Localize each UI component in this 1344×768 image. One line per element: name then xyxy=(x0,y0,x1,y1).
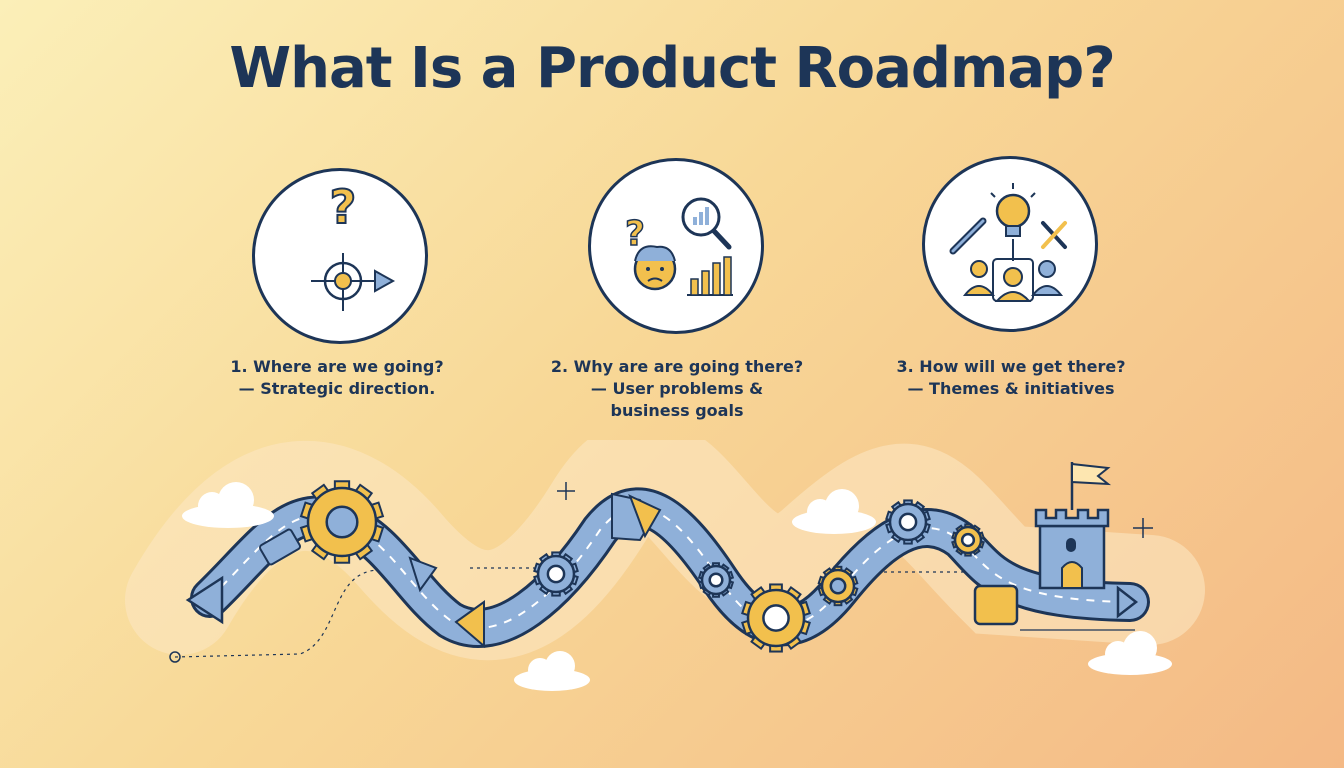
direction-arrow-icon xyxy=(454,600,485,649)
idea-team-tools-icon xyxy=(949,183,1067,302)
gear-icon xyxy=(741,583,811,653)
roadmap-illustration xyxy=(125,440,1205,691)
confused-user-analytics-icon: ? xyxy=(624,197,733,296)
start-arrow-icon xyxy=(185,575,224,625)
flag-icon xyxy=(1070,462,1112,510)
hand-block-icon xyxy=(973,584,1019,626)
step-2-caption: 2. Why are are going there? — User probl… xyxy=(527,356,827,422)
step-3-question: 3. How will we get there? xyxy=(896,357,1126,376)
direction-arrow-icon xyxy=(628,494,662,539)
sparkle-icon xyxy=(557,482,575,500)
end-arrow-icon xyxy=(1116,585,1139,619)
castle-icon xyxy=(1034,508,1110,590)
sparkle-icon xyxy=(1133,518,1153,538)
step-2-answer-cont: business goals xyxy=(610,401,744,420)
step-2-answer: — User problems & xyxy=(590,379,764,398)
step-1-caption: 1. Where are we going? — Strategic direc… xyxy=(187,356,487,400)
cloud-icon xyxy=(1088,631,1172,675)
step-2-question: 2. Why are are going there? xyxy=(550,357,804,376)
step-1-question: 1. Where are we going? xyxy=(230,357,444,376)
step-1-circle: ? xyxy=(252,168,428,344)
direction-arrow-icon xyxy=(408,556,438,593)
gear-icon xyxy=(697,562,735,598)
step-3-answer: — Themes & initiatives xyxy=(907,379,1115,398)
cloud-icon xyxy=(182,482,274,528)
guide-start-dot xyxy=(169,651,181,663)
cloud-icon xyxy=(514,651,590,691)
cloud-icon xyxy=(792,489,876,534)
gear-icon xyxy=(951,523,985,557)
step-3-circle xyxy=(922,156,1098,332)
road-sign-icon xyxy=(259,528,301,566)
page-title: What Is a Product Roadmap? xyxy=(229,36,1115,101)
gear-icon xyxy=(885,499,931,545)
gear-icon xyxy=(299,480,385,564)
step-1-answer: — Strategic direction. xyxy=(238,379,436,398)
compass-target-icon: ? xyxy=(311,179,396,311)
svg-text:?: ? xyxy=(330,180,357,234)
gear-icon xyxy=(533,551,579,597)
gear-icon xyxy=(817,565,859,607)
step-3-caption: 3. How will we get there? — Themes & ini… xyxy=(861,356,1161,400)
svg-text:?: ? xyxy=(625,214,645,254)
step-2-circle: ? xyxy=(588,158,764,334)
